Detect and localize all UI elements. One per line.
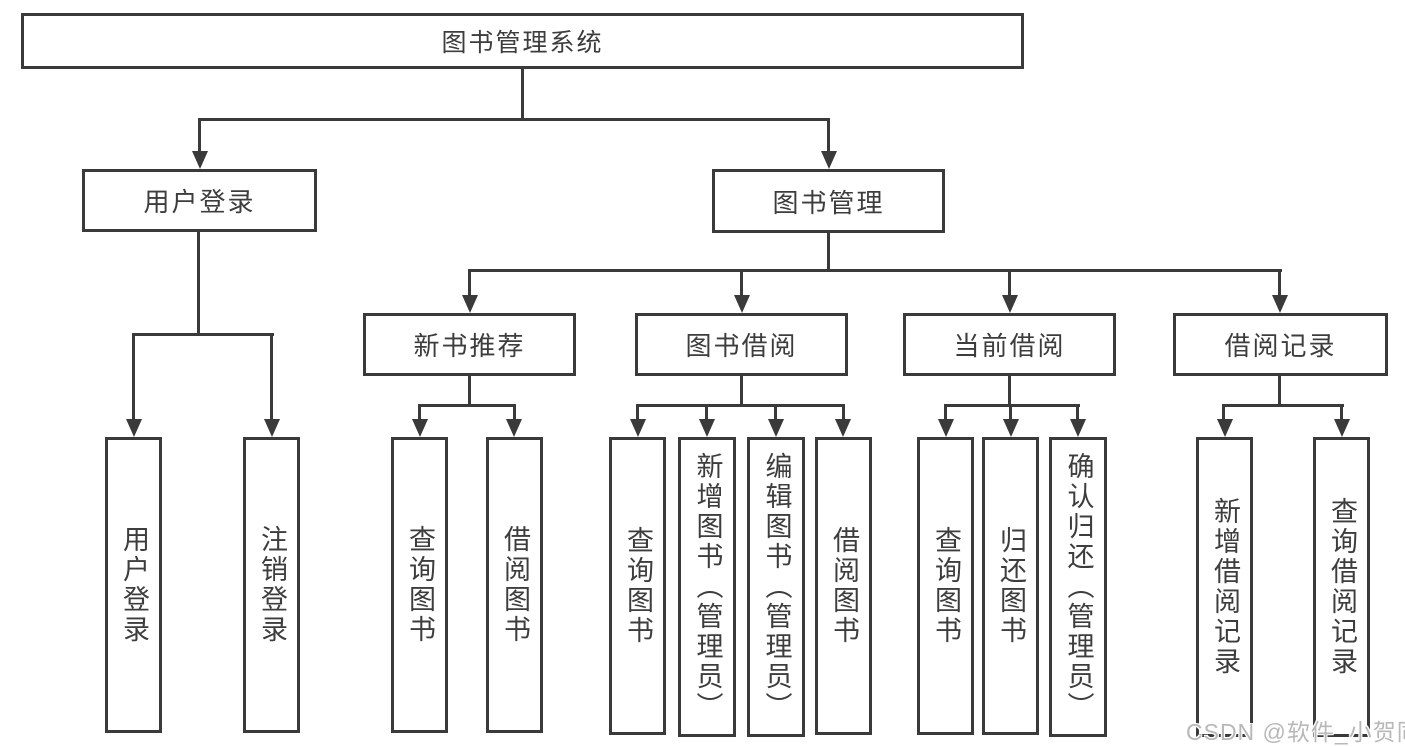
csdn-watermark: CSDN @软件_小贺同学 xyxy=(1186,719,1405,745)
arrow-down-icon xyxy=(192,151,208,169)
arrow-down-icon xyxy=(768,419,784,437)
arrow-down-icon xyxy=(699,419,715,437)
connector-drop-leaf xyxy=(944,404,947,421)
node-leaf-return-books: 归还图书 xyxy=(982,437,1039,735)
node-label: 归还图书 xyxy=(996,526,1026,646)
connector-leaf-rail xyxy=(636,404,845,407)
arrow-down-icon xyxy=(412,419,428,437)
node-library-management-system: 图书管理系统 xyxy=(21,13,1024,69)
node-label: 借阅记录 xyxy=(1224,331,1337,361)
connector-drop-leaf xyxy=(1340,404,1343,421)
node-label: 用户登录 xyxy=(143,187,256,217)
node-label: 借阅图书 xyxy=(500,525,530,645)
node-label: 注销登录 xyxy=(257,525,287,645)
arrow-down-icon xyxy=(462,295,478,313)
arrow-down-icon xyxy=(1002,295,1018,313)
node-leaf-query-books-current: 查询图书 xyxy=(917,437,974,735)
node-leaf-add-book-admin: 新增图书（管理员） xyxy=(678,437,736,737)
node-user-login: 用户登录 xyxy=(82,169,317,232)
arrow-down-icon xyxy=(126,419,142,437)
connector-drop-leaf xyxy=(513,404,516,421)
connector-section-stem xyxy=(740,376,743,407)
node-leaf-borrow-books: 借阅图书 xyxy=(815,437,872,735)
node-leaf-query-borrow-record: 查询借阅记录 xyxy=(1313,437,1370,737)
connector-user-login-stem xyxy=(197,232,200,336)
connector-book-management-stem xyxy=(827,233,830,272)
connector-root-stem xyxy=(521,69,524,120)
node-leaf-query-books-recommend: 查询图书 xyxy=(391,437,448,733)
node-label: 确认归还（管理员） xyxy=(1063,452,1094,722)
node-label: 图书借阅 xyxy=(685,331,798,361)
node-label: 查询图书 xyxy=(405,525,435,645)
node-book-borrowing: 图书借阅 xyxy=(635,313,848,376)
arrow-down-icon xyxy=(506,419,522,437)
connector-drop-book-management xyxy=(827,118,830,154)
node-label: 用户登录 xyxy=(119,525,149,645)
arrow-down-icon xyxy=(1334,419,1350,437)
connector-drop-leaf xyxy=(842,404,845,421)
connector-drop-section xyxy=(740,269,743,297)
connector-section-stem xyxy=(468,376,471,407)
arrow-down-icon xyxy=(1070,419,1086,437)
connector-leaf-rail xyxy=(1222,404,1344,407)
arrow-down-icon xyxy=(264,419,280,437)
node-leaf-add-borrow-record: 新增借阅记录 xyxy=(1196,437,1253,737)
node-label: 新增借阅记录 xyxy=(1210,497,1240,677)
node-book-management: 图书管理 xyxy=(712,169,945,233)
node-label: 借阅图书 xyxy=(829,526,859,646)
connector-drop-leaf xyxy=(270,333,273,421)
connector-level3-rail xyxy=(468,269,1282,272)
node-label: 图书管理 xyxy=(772,187,885,218)
node-label: 图书管理系统 xyxy=(441,29,604,57)
node-label: 查询图书 xyxy=(931,526,961,646)
connector-leaf-rail xyxy=(418,404,516,407)
arrow-down-icon xyxy=(821,151,837,169)
node-current-borrowing: 当前借阅 xyxy=(903,313,1116,376)
connector-drop-leaf xyxy=(636,404,639,421)
node-label: 查询图书 xyxy=(623,526,653,646)
connector-drop-leaf xyxy=(1222,404,1225,421)
node-leaf-query-books-borrow: 查询图书 xyxy=(609,437,666,735)
arrow-down-icon xyxy=(630,419,646,437)
connector-drop-section xyxy=(1278,269,1281,297)
node-label: 新书推荐 xyxy=(413,331,526,361)
connector-section-stem xyxy=(1278,376,1281,407)
arrow-down-icon xyxy=(1272,295,1288,313)
node-label: 当前借阅 xyxy=(953,331,1066,361)
connector-user-login-rail xyxy=(132,333,274,336)
arrow-down-icon xyxy=(938,419,954,437)
node-leaf-user-login: 用户登录 xyxy=(105,437,162,733)
connector-drop-user-login xyxy=(198,118,201,154)
connector-drop-leaf xyxy=(705,404,708,421)
node-borrowing-records: 借阅记录 xyxy=(1173,313,1388,376)
connector-section-stem xyxy=(1008,376,1011,407)
arrow-down-icon xyxy=(734,295,750,313)
node-label: 编辑图书（管理员） xyxy=(761,452,792,722)
connector-drop-leaf xyxy=(774,404,777,421)
connector-drop-leaf xyxy=(1009,404,1012,421)
node-leaf-logout: 注销登录 xyxy=(243,437,300,733)
connector-leaf-rail xyxy=(944,404,1080,407)
node-leaf-edit-book-admin: 编辑图书（管理员） xyxy=(747,437,805,737)
connector-level2-rail xyxy=(198,118,830,121)
node-leaf-confirm-return-admin: 确认归还（管理员） xyxy=(1049,437,1107,737)
connector-drop-leaf xyxy=(418,404,421,421)
connector-drop-section xyxy=(468,269,471,297)
node-label: 新增图书（管理员） xyxy=(692,452,723,722)
arrow-down-icon xyxy=(1217,419,1233,437)
connector-drop-leaf xyxy=(1076,404,1079,421)
node-new-book-recommendation: 新书推荐 xyxy=(363,313,576,376)
connector-drop-section xyxy=(1008,269,1011,297)
node-label: 查询借阅记录 xyxy=(1327,497,1357,677)
node-leaf-borrow-books-recommend: 借阅图书 xyxy=(486,437,543,733)
arrow-down-icon xyxy=(835,419,851,437)
arrow-down-icon xyxy=(1003,419,1019,437)
connector-drop-leaf xyxy=(132,333,135,421)
